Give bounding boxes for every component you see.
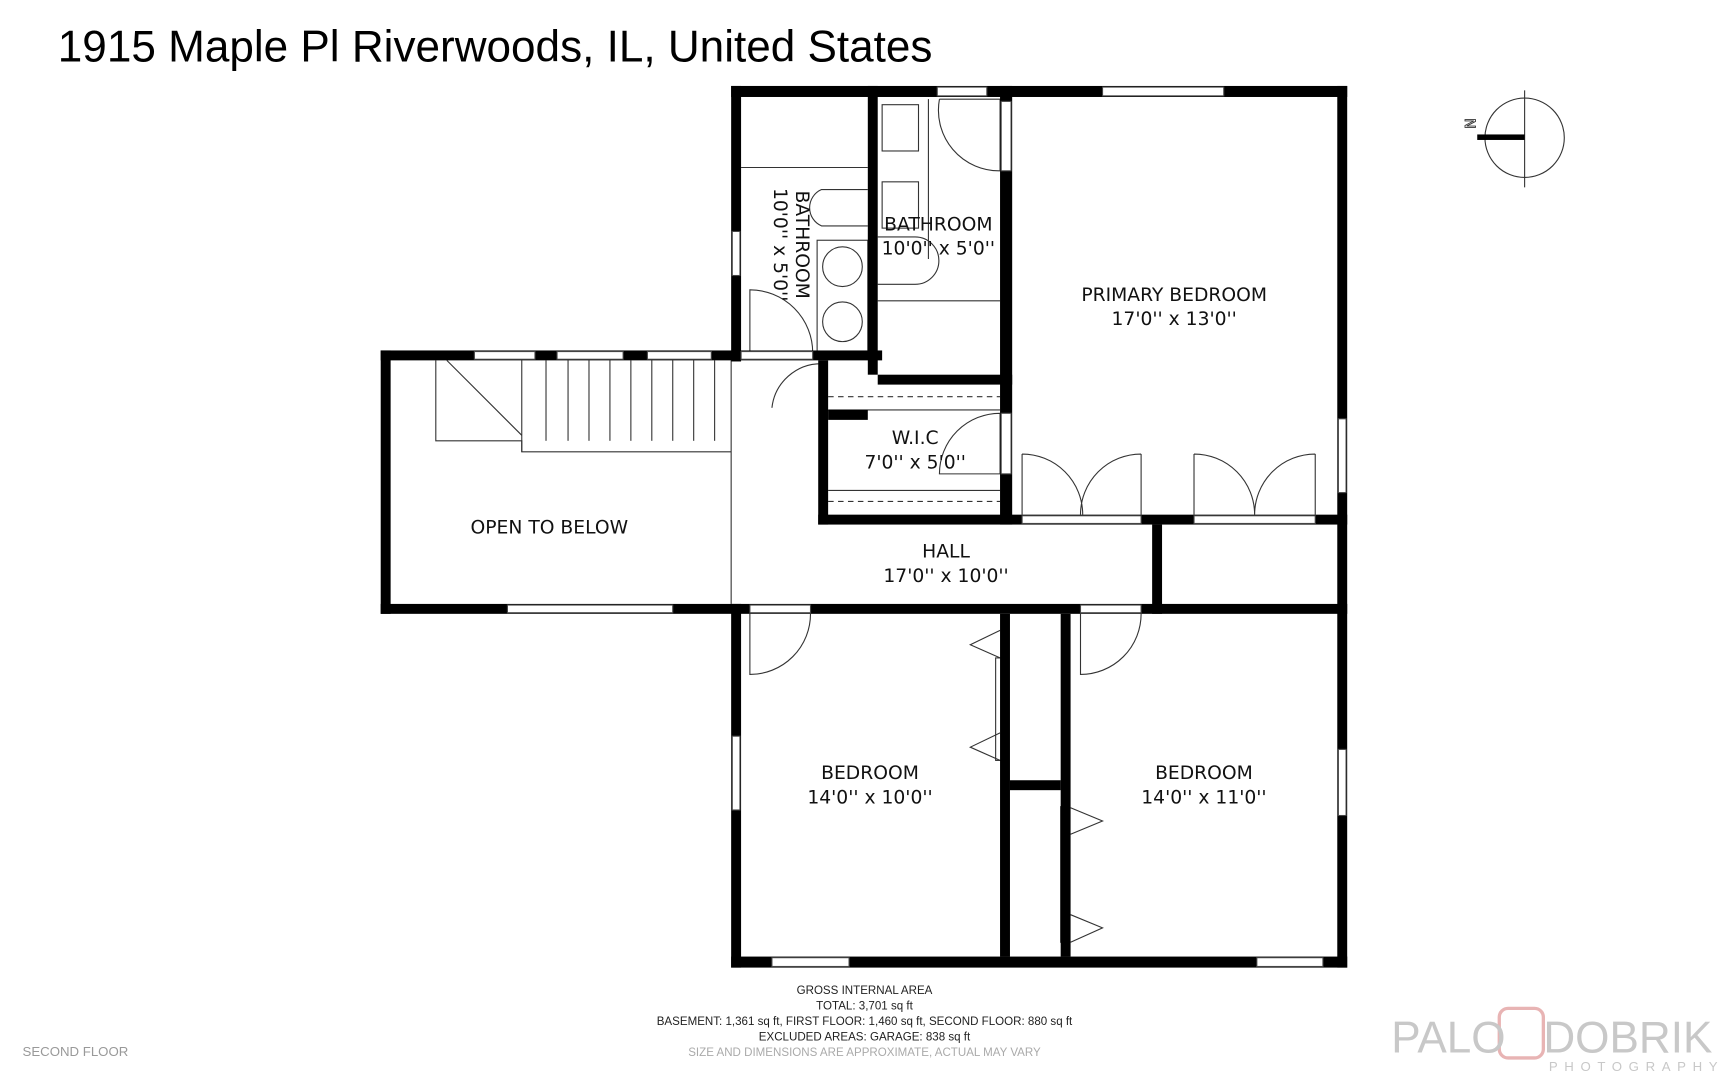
room-name-open-to-below: OPEN TO BELOW <box>471 517 629 538</box>
room-name-bedroom-right: BEDROOM <box>1155 763 1253 784</box>
room-size-bedroom-right: 14'0'' x 11'0'' <box>1141 787 1266 808</box>
floor-label: SECOND FLOOR <box>23 1044 129 1059</box>
area-heading: GROSS INTERNAL AREA <box>797 985 933 997</box>
logo-text-dobrik: DOBRIK <box>1543 1013 1712 1062</box>
room-name-bathroom: BATHROOM <box>884 214 992 235</box>
logo-text-palo: PALO <box>1391 1013 1505 1062</box>
area-total: TOTAL: 3,701 sq ft <box>816 1000 913 1012</box>
room-size-bathroom: 10'0'' x 5'0'' <box>882 239 995 260</box>
room-name-bathroom-left: BATHROOM <box>791 190 812 298</box>
room-size-bedroom-left: 14'0'' x 10'0'' <box>807 787 932 808</box>
room-size-bathroom-left: 10'0'' x 5'0'' <box>769 188 790 301</box>
logo-text-photography: PHOTOGRAPHY <box>1549 1059 1724 1074</box>
area-floors: BASEMENT: 1,361 sq ft, FIRST FLOOR: 1,46… <box>657 1016 1073 1028</box>
room-size-hall: 17'0'' x 10'0'' <box>883 566 1008 587</box>
room-size-wic: 7'0'' x 5'0'' <box>864 452 966 473</box>
logo: PALO DOBRIK PHOTOGRAPHY <box>1391 1006 1724 1074</box>
windows <box>473 86 1347 968</box>
area-disclaimer: SIZE AND DIMENSIONS ARE APPROXIMATE, ACT… <box>688 1047 1041 1059</box>
room-name-primary-bedroom: PRIMARY BEDROOM <box>1081 285 1267 306</box>
area-excluded: EXCLUDED AREAS: GARAGE: 838 sq ft <box>759 1031 971 1043</box>
staircase <box>435 359 732 604</box>
compass-label: N <box>1461 118 1477 129</box>
room-name-hall: HALL <box>922 542 970 563</box>
room-name-bedroom-left: BEDROOM <box>821 763 919 784</box>
north-arrow-icon: N <box>1461 90 1565 188</box>
room-size-primary-bedroom: 17'0'' x 13'0'' <box>1112 309 1237 330</box>
page-title: 1915 Maple Pl Riverwoods, IL, United Sta… <box>58 23 933 72</box>
room-name-wic: W.I.C <box>892 428 939 449</box>
